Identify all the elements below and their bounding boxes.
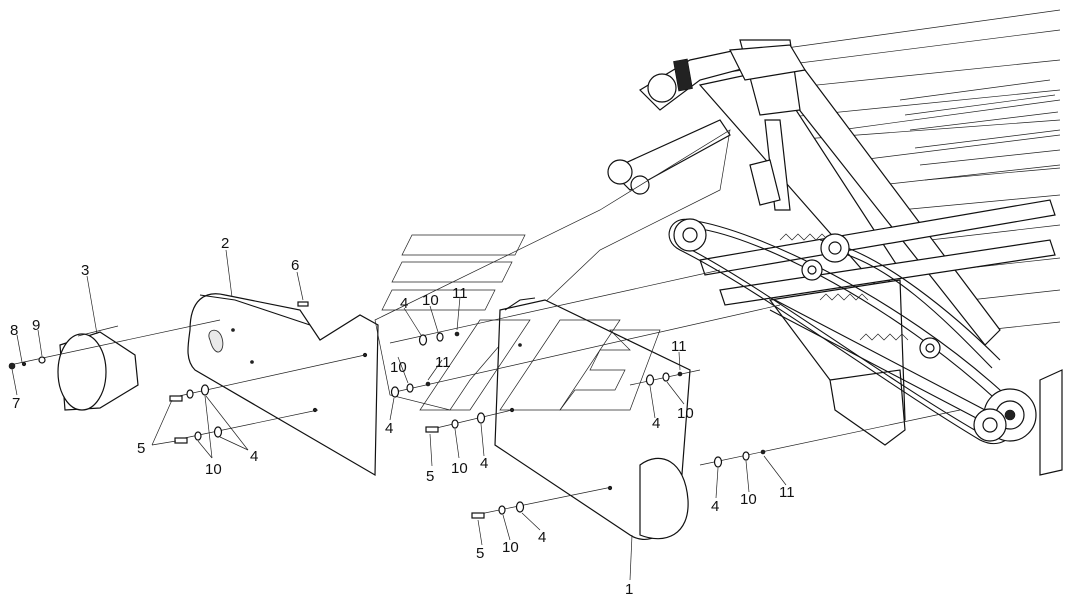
callout-7: 7 — [12, 395, 20, 412]
callout-11-mid: 11 — [435, 354, 451, 371]
callout-1: 1 — [625, 581, 633, 598]
leader-lines — [11, 249, 787, 581]
callout-2: 2 — [221, 235, 229, 252]
callout-4-upper-mid: 4 — [400, 295, 408, 312]
callout-11-right: 11 — [671, 338, 687, 355]
machine-frame — [607, 9, 1063, 476]
callout-4-left: 4 — [250, 448, 258, 465]
callout-8: 8 — [10, 322, 18, 339]
callout-5-left: 5 — [137, 440, 145, 457]
rear-guard-outline — [374, 129, 731, 411]
callout-10-mid: 10 — [390, 359, 407, 376]
callout-4-right: 4 — [652, 415, 660, 432]
callout-3: 3 — [81, 262, 89, 279]
callout-6: 6 — [291, 257, 299, 274]
pulley-group — [673, 218, 1037, 442]
callout-4-lower-mid: 4 — [480, 455, 488, 472]
part-3-sleeve — [57, 325, 139, 411]
callout-10-lower-mid: 10 — [451, 460, 468, 477]
callout-4-bottom: 4 — [538, 529, 546, 546]
hardware — [8, 301, 766, 519]
callout-10-right: 10 — [677, 405, 694, 422]
callout-4-mid: 4 — [385, 420, 393, 437]
part-1-belt-guard — [494, 297, 691, 541]
callout-11-upper-mid: 11 — [452, 285, 468, 302]
callout-10-lower-right: 10 — [740, 491, 757, 508]
callout-5-mid: 5 — [426, 468, 434, 485]
callout-4-lower-right: 4 — [711, 498, 719, 515]
callout-11-lower-right: 11 — [779, 484, 795, 501]
callout-10-bottom: 10 — [502, 539, 519, 556]
callout-10-left: 10 — [205, 461, 222, 478]
callout-10-upper-mid: 10 — [422, 292, 439, 309]
callout-9: 9 — [32, 317, 40, 334]
watermark-shapes — [381, 234, 661, 411]
callout-5-bottom: 5 — [476, 545, 484, 562]
callout-labels: 1 2 3 4 4 4 4 4 4 4 5 5 5 6 7 8 9 10 10 … — [10, 235, 795, 598]
